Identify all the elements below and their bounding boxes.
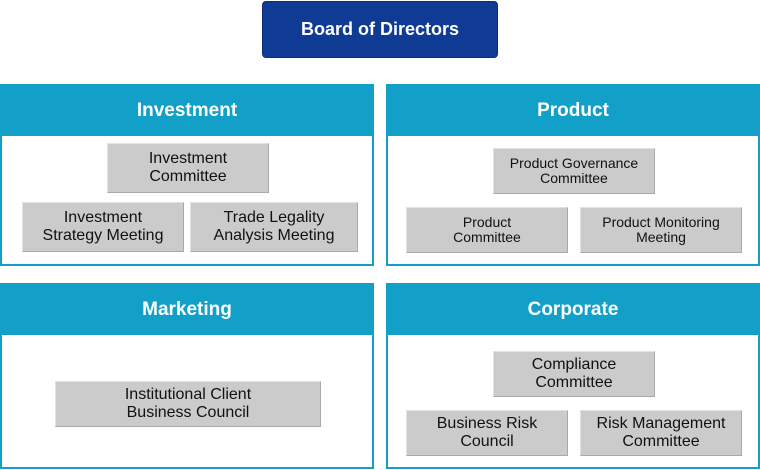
box-investment-strategy-meeting: Investment Strategy Meeting [22,202,184,252]
box-investment-committee-label: Investment Committee [148,150,228,185]
box-product-governance-committee-label: Product Governance Committee [509,154,639,186]
panel-product: Product Product Governance Committee Pro… [386,84,760,266]
panel-investment-header: Investment [2,86,372,136]
box-product-committee-label: Product Committee [453,213,521,245]
box-product-committee: Product Committee [406,207,568,253]
box-institutional-client-business-council: Institutional Client Business Council [55,381,321,427]
box-risk-management-committee: Risk Management Committee [580,410,742,456]
box-compliance-committee-label: Compliance Committee [531,356,617,391]
box-product-governance-committee: Product Governance Committee [493,148,655,194]
panel-marketing: Marketing Institutional Client Business … [0,283,374,469]
panel-marketing-header: Marketing [2,285,372,335]
panel-investment-title: Investment [136,100,238,121]
board-of-directors-label: Board of Directors [300,19,460,39]
panel-corporate-header: Corporate [388,285,758,335]
panel-investment: Investment Investment Committee Investme… [0,84,374,266]
box-product-monitoring-meeting: Product Monitoring Meeting [580,207,742,253]
board-of-directors: Board of Directors [262,1,498,58]
box-investment-committee: Investment Committee [107,143,269,193]
box-institutional-client-business-council-label: Institutional Client Business Council [124,386,252,421]
panel-corporate: Corporate Compliance Committee Business … [386,283,760,469]
box-business-risk-council-label: Business Risk Council [436,415,538,450]
box-business-risk-council: Business Risk Council [406,410,568,456]
panel-product-title: Product [537,100,609,121]
box-product-monitoring-meeting-label: Product Monitoring Meeting [602,213,720,245]
panel-marketing-title: Marketing [142,299,232,320]
box-risk-management-committee-label: Risk Management Committee [596,415,726,450]
box-trade-legality-analysis-meeting-label: Trade Legality Analysis Meeting [213,209,335,244]
box-compliance-committee: Compliance Committee [493,351,655,397]
panel-product-header: Product [388,86,758,136]
panel-corporate-title: Corporate [527,299,619,320]
box-investment-strategy-meeting-label: Investment Strategy Meeting [42,209,164,244]
box-trade-legality-analysis-meeting: Trade Legality Analysis Meeting [190,202,358,252]
